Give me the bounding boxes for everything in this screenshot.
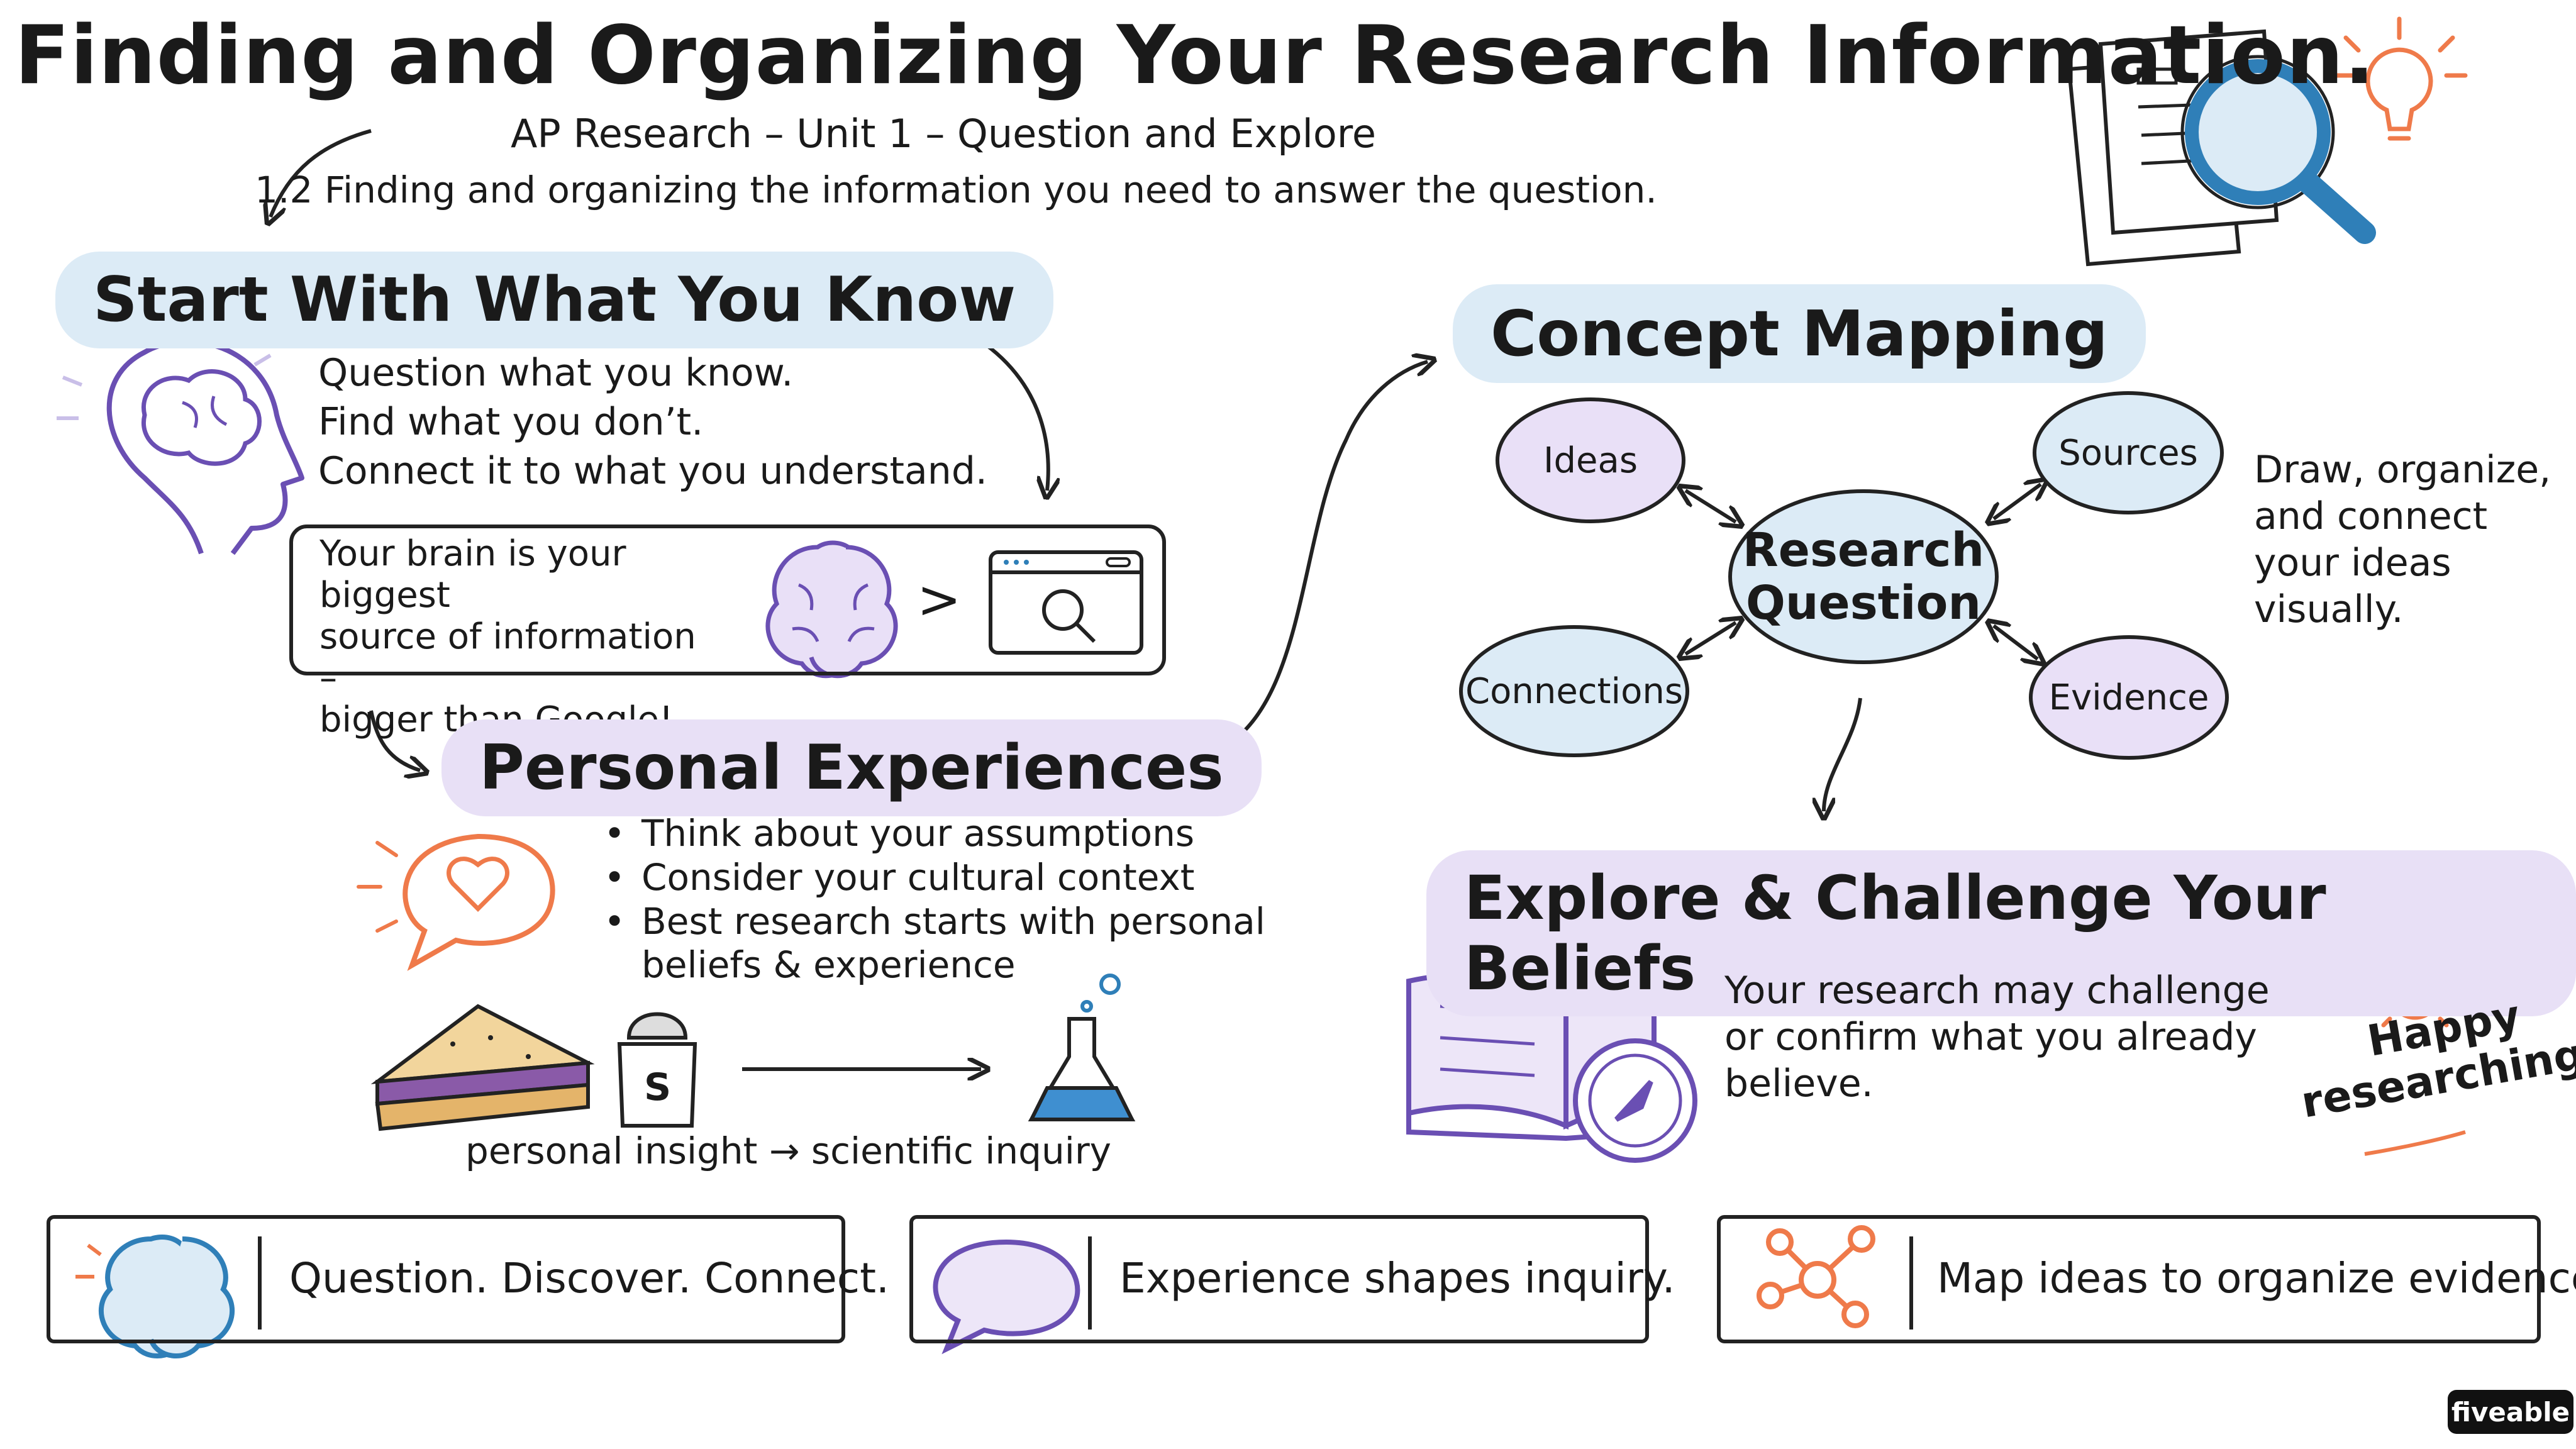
speech-bubble-icon <box>933 1239 1080 1355</box>
list-item: Think about your assumptions <box>604 811 1265 855</box>
greater-than-symbol: > <box>917 569 962 630</box>
head-brain-icon <box>57 339 304 555</box>
heading-personal-experiences: Personal Experiences <box>441 719 1262 816</box>
note-line: your ideas <box>2254 541 2451 585</box>
card-divider <box>1909 1236 1913 1330</box>
flask-icon <box>1028 974 1136 1121</box>
card-divider <box>258 1236 262 1330</box>
summary-card-experience: Experience shapes inquiry. <box>909 1215 1675 1343</box>
heading-concept-mapping: Concept Mapping <box>1453 284 2146 383</box>
node-label: Ideas <box>1543 440 1638 481</box>
brain-icon-callout <box>765 540 898 679</box>
salt-shaker-icon <box>617 1012 697 1128</box>
heading-explore-challenge-beliefs: Explore & Challenge Your Beliefs <box>1426 850 2576 1016</box>
know-line: Question what you know. <box>318 351 794 395</box>
card-label: Question. Discover. Connect. <box>289 1254 889 1302</box>
list-item-continuation: beliefs & experience <box>641 943 1016 986</box>
summary-card-map: Map ideas to organize evidence. <box>1717 1215 2576 1343</box>
insight-caption: personal insight → scientific inquiry <box>465 1130 1112 1172</box>
lightbulb-icon <box>2331 16 2468 141</box>
know-lines: Question what you know. Find what you do… <box>318 348 987 496</box>
learning-objective: 1.2 Finding and organizing the informati… <box>255 169 1657 211</box>
beliefs-line: believe. <box>1724 1062 1874 1106</box>
note-line: and connect <box>2254 494 2488 538</box>
card-divider <box>1088 1236 1092 1330</box>
page-title: Finding and Organizing Your Research Inf… <box>14 9 2375 103</box>
brain-icon <box>75 1235 235 1358</box>
document-magnifier-icon <box>2067 29 2376 267</box>
center-line: Research <box>1742 523 1985 577</box>
beliefs-text: Your research may challenge or confirm w… <box>1724 967 2270 1107</box>
node-label: Connections <box>1465 670 1684 712</box>
heart-speech-bubble-icon <box>357 833 555 971</box>
know-line: Connect it to what you understand. <box>318 449 987 493</box>
salt-label: S <box>644 1065 672 1109</box>
know-line: Find what you don’t. <box>318 400 704 444</box>
summary-card-question: Question. Discover. Connect. <box>47 1215 889 1343</box>
concept-note: Draw, organize, and connect your ideas v… <box>2254 447 2551 633</box>
sandwich-icon <box>370 1004 595 1131</box>
callout-line: source of information – <box>319 616 696 699</box>
browser-search-icon <box>989 550 1143 655</box>
card-label: Map ideas to organize evidence. <box>1937 1254 2576 1302</box>
callout-line: Your brain is your biggest <box>319 533 626 616</box>
node-connections: Connections <box>1459 625 1689 757</box>
note-line: Draw, organize, <box>2254 448 2551 492</box>
beliefs-line: or confirm what you already <box>1724 1015 2257 1059</box>
brain-callout-text: Your brain is your biggest source of inf… <box>319 533 722 741</box>
node-ideas: Ideas <box>1496 397 1685 523</box>
node-sources: Sources <box>2033 391 2224 514</box>
center-line: Question <box>1745 576 1982 630</box>
page-subtitle: AP Research – Unit 1 – Question and Expl… <box>510 111 1377 157</box>
node-label: Sources <box>2058 432 2198 474</box>
card-label: Experience shapes inquiry. <box>1119 1254 1675 1302</box>
heading-start-with-what-you-know: Start With What You Know <box>55 252 1053 348</box>
beliefs-line: Your research may challenge <box>1724 969 2270 1013</box>
experiences-list: Think about your assumptions Consider yo… <box>604 811 1265 943</box>
brain-callout-box <box>289 525 1166 675</box>
node-evidence: Evidence <box>2029 635 2229 760</box>
note-line: visually. <box>2254 587 2404 631</box>
list-item: Best research starts with personal <box>604 899 1265 943</box>
list-item: Consider your cultural context <box>604 855 1265 899</box>
brand-badge: fiveable <box>2448 1390 2573 1434</box>
node-label: Evidence <box>2048 677 2209 718</box>
network-icon <box>1757 1225 1875 1328</box>
